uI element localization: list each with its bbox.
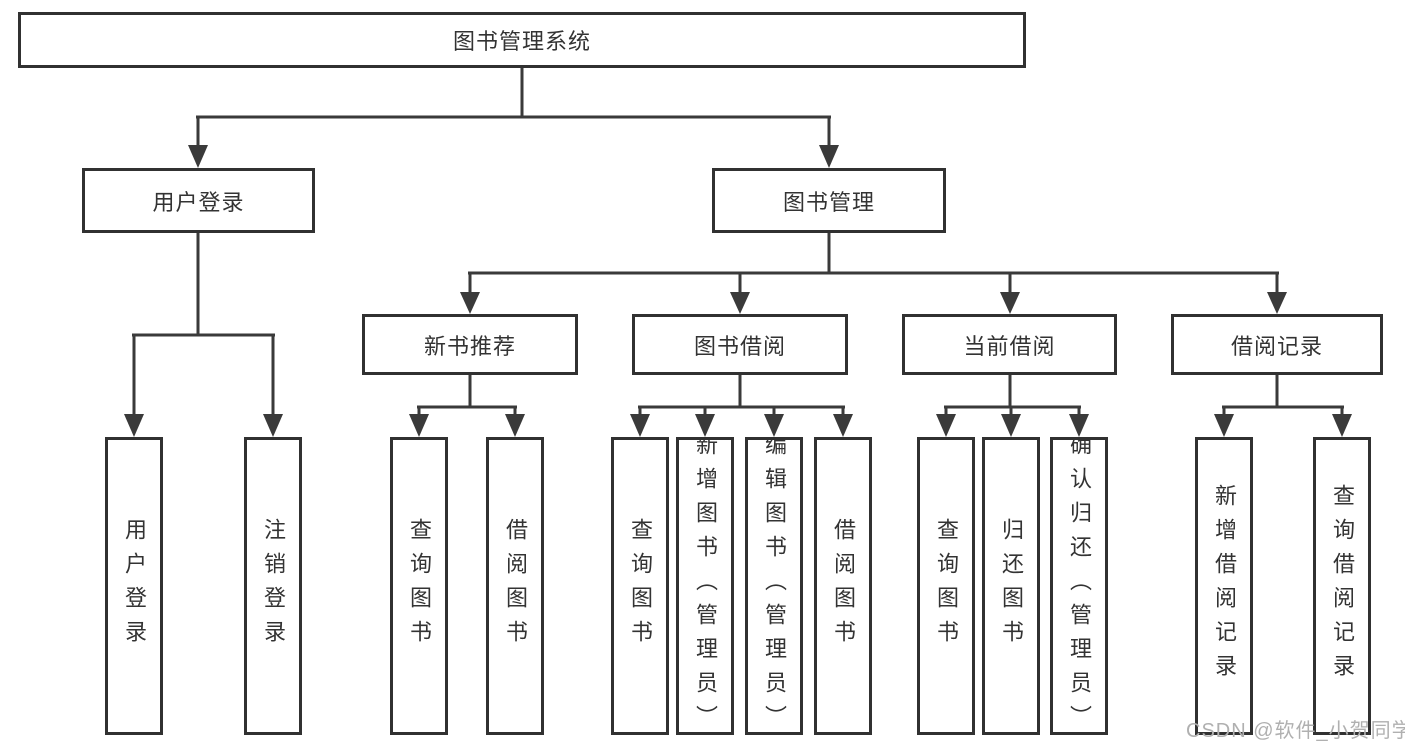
- arrowhead: [764, 414, 784, 437]
- leaf-add-book-admin: 新增图书（管理员）: [676, 437, 734, 735]
- arrowhead: [730, 292, 750, 314]
- leaf-query-borrow-record: 查询借阅记录: [1313, 437, 1371, 735]
- leaf-label: 借阅图书: [503, 518, 528, 654]
- connector-book-borrowing-branch: [630, 375, 853, 437]
- arrowhead: [505, 414, 525, 437]
- leaf-user-login: 用户登录: [105, 437, 163, 735]
- csdn-watermark: CSDN @软件_小贺同学: [1186, 720, 1405, 742]
- leaf-label: 查询图书: [934, 518, 959, 654]
- arrowhead: [263, 414, 283, 437]
- connector-new-book-recommend-branch: [409, 375, 525, 437]
- leaf-label: 查询图书: [407, 518, 432, 654]
- node-borrowing-records: 借阅记录: [1171, 314, 1383, 375]
- arrowhead: [695, 414, 715, 437]
- leaf-return-book: 归还图书: [982, 437, 1040, 735]
- node-label: 图书管理: [782, 189, 875, 215]
- leaf-label: 归还图书: [999, 518, 1024, 654]
- arrowhead: [936, 414, 956, 437]
- leaf-confirm-return-admin: 确认归还（管理员）: [1050, 437, 1108, 735]
- leaf-edit-book-admin: 编辑图书（管理员）: [745, 437, 803, 735]
- arrowhead: [409, 414, 429, 437]
- leaf-query-books-borrowing: 查询图书: [611, 437, 669, 735]
- arrowhead: [1267, 292, 1287, 314]
- node-user-login: 用户登录: [82, 168, 315, 233]
- leaf-label: 用户登录: [122, 518, 147, 654]
- leaf-label: 查询图书: [628, 518, 653, 654]
- arrowhead: [188, 145, 208, 168]
- leaf-label: 新增图书（管理员）: [693, 437, 718, 735]
- leaf-query-books-current: 查询图书: [917, 437, 975, 735]
- node-label: 借阅记录: [1230, 333, 1323, 359]
- arrowhead: [1332, 414, 1352, 437]
- leaf-query-books-recommend: 查询图书: [390, 437, 448, 735]
- connector-user-login-branch: [124, 233, 283, 437]
- arrowhead: [1000, 292, 1020, 314]
- leaf-logout-login: 注销登录: [244, 437, 302, 735]
- node-label: 图书借阅: [693, 333, 786, 359]
- arrowhead: [1001, 414, 1021, 437]
- arrowhead: [460, 292, 480, 314]
- node-new-book-recommend: 新书推荐: [362, 314, 578, 375]
- leaf-add-borrow-record: 新增借阅记录: [1195, 437, 1253, 735]
- arrowhead: [1214, 414, 1234, 437]
- node-label: 当前借阅: [963, 333, 1056, 359]
- node-book-borrowing: 图书借阅: [632, 314, 848, 375]
- leaf-label: 确认归还（管理员）: [1067, 437, 1092, 735]
- connector-borrowing-records-branch: [1214, 375, 1352, 437]
- node-current-borrowing: 当前借阅: [902, 314, 1117, 375]
- leaf-label: 查询借阅记录: [1330, 484, 1355, 688]
- arrowhead: [124, 414, 144, 437]
- connector-book-management-to-level3: [460, 233, 1287, 314]
- leaf-borrow-books-recommend: 借阅图书: [486, 437, 544, 735]
- node-label: 用户登录: [152, 189, 245, 215]
- node-book-management: 图书管理: [712, 168, 946, 233]
- leaf-label: 借阅图书: [831, 518, 856, 654]
- leaf-label: 新增借阅记录: [1212, 484, 1237, 688]
- connector-current-borrowing-branch: [936, 375, 1089, 437]
- leaf-label: 编辑图书（管理员）: [762, 437, 787, 735]
- node-label: 新书推荐: [423, 333, 516, 359]
- arrowhead: [630, 414, 650, 437]
- arrowhead: [1069, 414, 1089, 437]
- arrowhead: [819, 145, 839, 168]
- leaf-borrow-books-borrowing: 借阅图书: [814, 437, 872, 735]
- leaf-label: 注销登录: [261, 518, 286, 654]
- node-root-system: 图书管理系统: [18, 12, 1026, 68]
- node-label: 图书管理系统: [452, 29, 591, 54]
- connector-root-to-level2: [188, 67, 839, 168]
- arrowhead: [833, 414, 853, 437]
